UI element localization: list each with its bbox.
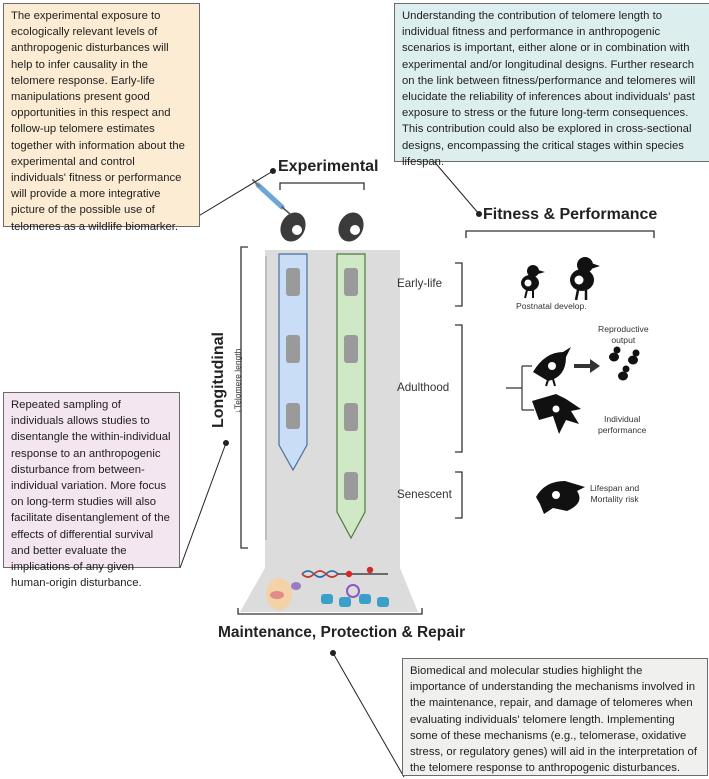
longitudinal-textbox: Repeated sampling of individuals allows … <box>3 392 180 589</box>
bird-adult-icon <box>533 347 571 387</box>
early-life-bracket <box>455 262 463 307</box>
bird-flying-icon <box>532 394 581 434</box>
adulthood-label: Adulthood <box>397 381 450 394</box>
adulthood-bracket <box>455 324 463 453</box>
maintenance-bracket <box>237 608 423 615</box>
adulthood-branch <box>506 365 534 411</box>
fitness-heading: Fitness & Performance <box>483 206 658 223</box>
maintenance-textbox: Biomedical and molecular studies highlig… <box>402 658 708 776</box>
egg-icon <box>338 212 364 242</box>
bird-chick-icon <box>570 257 600 301</box>
fitness-bracket <box>465 230 655 238</box>
telomere-chromosome-icon <box>286 268 300 429</box>
longitudinal-text: Repeated sampling of individuals allows … <box>11 399 171 590</box>
longitudinal-heading: Longitudinal <box>209 332 227 428</box>
bird-old-icon <box>536 481 585 514</box>
reproductive-label: Reproductive output <box>598 324 649 345</box>
lifespan-label: Lifespan and Mortality risk <box>590 483 640 504</box>
nucleosome-icon <box>321 584 389 607</box>
early-life-label: Early-life <box>397 277 443 290</box>
experimental-heading: Experimental <box>278 158 379 175</box>
syringe-icon <box>252 179 291 215</box>
dna-icon <box>301 566 388 578</box>
bird-offspring-icon <box>609 346 640 381</box>
experimental-textbox: The experimental exposure to ecologicall… <box>3 3 200 233</box>
telomere-chromosome-icon <box>344 268 358 500</box>
protein-icon <box>266 578 301 610</box>
maintenance-heading: Maintenance, Protection & Repair <box>218 624 466 641</box>
fitness-textbox: Understanding the contribution of telome… <box>394 3 709 168</box>
fitness-text: Understanding the contribution of telome… <box>402 10 696 168</box>
individual-performance-label: Individual performance <box>598 414 647 435</box>
maintenance-text: Biomedical and molecular studies highlig… <box>410 665 697 775</box>
postnatal-label: Postnatal develop. <box>516 301 587 311</box>
senescent-bracket <box>455 471 463 519</box>
control-column <box>336 253 366 540</box>
arrow-right-icon <box>574 359 600 373</box>
connector-lines <box>179 158 482 778</box>
experimental-bracket <box>279 182 365 190</box>
telomere-length-label: ↓Telomere length <box>232 348 243 414</box>
egg-icon <box>280 212 306 242</box>
longitudinal-bracket <box>240 246 248 549</box>
experimental-text: The experimental exposure to ecologicall… <box>11 10 185 233</box>
bird-chick-icon <box>521 265 545 299</box>
senescent-label: Senescent <box>397 488 452 501</box>
central-panel <box>240 250 418 612</box>
